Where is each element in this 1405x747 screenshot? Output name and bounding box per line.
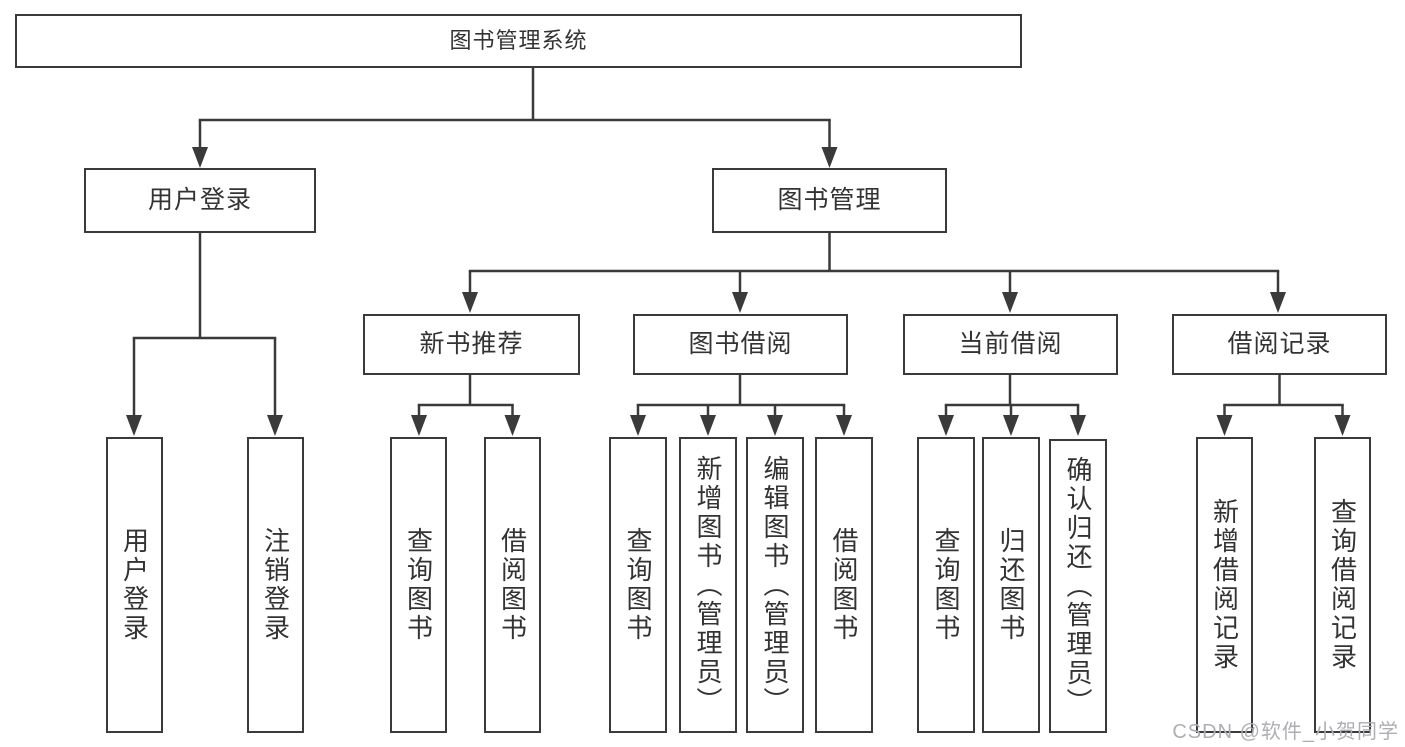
node-current-borrowing: 当前借阅: [903, 314, 1118, 375]
leaf-borrow-books-recommend: 借阅图书: [484, 437, 541, 733]
leaf-return-books: 归还图书: [982, 437, 1040, 733]
arrow-lines: [126, 120, 1351, 436]
leaf-logout: 注销登录: [247, 437, 304, 733]
leaf-add-book-admin: 新增图书（管理员）: [679, 437, 737, 733]
leaf-query-books-recommend: 查询图书: [390, 437, 447, 733]
leaf-borrow-books-borrowing: 借阅图书: [815, 437, 873, 733]
node-user-login: 用户登录: [84, 168, 316, 233]
leaf-query-borrow-record: 查询借阅记录: [1314, 437, 1371, 733]
watermark-text: CSDN @软件_小贺同学: [1172, 721, 1399, 743]
node-book-management: 图书管理: [712, 168, 947, 233]
leaf-confirm-return-admin: 确认归还（管理员）: [1049, 439, 1107, 733]
node-root: 图书管理系统: [15, 14, 1022, 68]
leaf-query-books-borrowing: 查询图书: [609, 437, 667, 733]
leaf-query-books-current: 查询图书: [917, 437, 975, 733]
node-book-borrowing: 图书借阅: [633, 314, 848, 375]
leaf-user-login: 用户登录: [106, 437, 163, 733]
leaf-add-borrow-record: 新增借阅记录: [1196, 437, 1253, 733]
node-new-book-recommend: 新书推荐: [363, 314, 580, 375]
leaf-edit-book-admin: 编辑图书（管理员）: [746, 437, 804, 733]
node-borrowing-records: 借阅记录: [1172, 314, 1387, 375]
